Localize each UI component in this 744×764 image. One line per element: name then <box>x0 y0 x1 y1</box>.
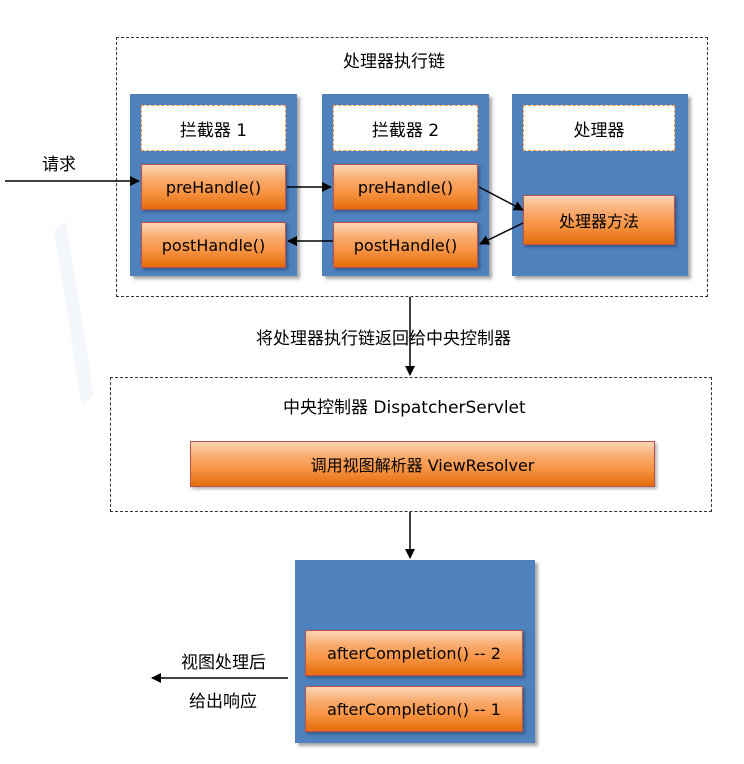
interceptor-2-title: 拦截器 2 <box>333 105 478 151</box>
response-label-line1: 视图处理后 <box>181 653 266 673</box>
handler-method: 处理器方法 <box>523 195 675 245</box>
response-label-line2: 给出响应 <box>189 692 257 712</box>
return-label: 将处理器执行链返回给中央控制器 <box>256 329 511 349</box>
dispatcher-title: 中央控制器 DispatcherServlet <box>283 398 526 418</box>
after-completion-2: afterCompletion() -- 2 <box>305 630 523 676</box>
prehandle-2-to-handler-arrow <box>478 186 524 211</box>
request-label: 请求 <box>42 155 76 175</box>
handler-to-posthandle-2-arrow <box>479 222 524 245</box>
view-resolver-box: 调用视图解析器 ViewResolver <box>190 441 655 487</box>
interceptor-1-title: 拦截器 1 <box>141 105 286 151</box>
after-completion-1: afterCompletion() -- 1 <box>305 686 523 732</box>
dispatcher-container <box>110 377 712 512</box>
interceptor-1-prehandle: preHandle() <box>141 164 286 210</box>
interceptor-1-posthandle: postHandle() <box>141 222 286 268</box>
interceptor-2-posthandle: postHandle() <box>333 222 478 268</box>
handler-title: 处理器 <box>523 105 675 151</box>
handler-chain-title: 处理器执行链 <box>343 52 445 72</box>
interceptor-2-prehandle: preHandle() <box>333 164 478 210</box>
handler-chain-container <box>116 37 708 297</box>
